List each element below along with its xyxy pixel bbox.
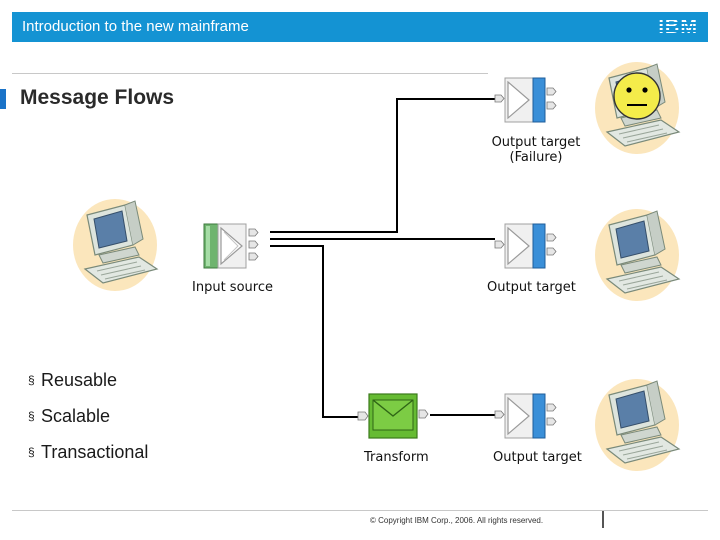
bullet-text: Scalable: [41, 406, 111, 426]
bullet-marker: §: [28, 373, 35, 387]
bullet-item: § Reusable: [28, 370, 148, 406]
connector-lines: [270, 98, 495, 418]
bullet-text: Transactional: [41, 442, 149, 462]
output-middle-node[interactable]: [494, 223, 557, 269]
bullet-item: § Transactional: [28, 442, 148, 478]
input-source-node[interactable]: [203, 223, 259, 269]
bullet-text: Reusable: [41, 370, 118, 390]
bullet-item: § Scalable: [28, 406, 148, 442]
page-title: Message Flows: [20, 86, 175, 109]
output-failure-label: Output target (Failure): [490, 135, 582, 165]
ibm-logo: IBM: [658, 16, 698, 38]
failure-computer: [594, 61, 680, 155]
transform-connector: [270, 245, 360, 418]
transform-out-terminal: [418, 409, 429, 419]
presentation-title: Introduction to the new mainframe: [22, 18, 249, 35]
output-middle-label: Output target: [487, 280, 576, 295]
computer-icon: [594, 378, 680, 472]
computer-icon: [594, 208, 680, 302]
bullet-marker: §: [28, 409, 35, 423]
output-failure-label-line1: Output target: [491, 135, 581, 150]
source-computer: [72, 198, 158, 292]
bottom-computer: [594, 378, 680, 472]
feature-bullet-list: § Reusable § Scalable § Transactional: [28, 370, 148, 478]
transform-node[interactable]: [357, 393, 429, 439]
bullet-marker: §: [28, 445, 35, 459]
output-failure-node[interactable]: [494, 77, 557, 123]
title-accent-bar: [0, 89, 6, 109]
copyright-notice: © Copyright IBM Corp., 2006. All rights …: [370, 516, 544, 525]
neutral-face-icon: [613, 72, 661, 120]
footer-divider: [12, 510, 708, 511]
footer-marker: [602, 511, 604, 528]
title-divider: [12, 73, 488, 74]
failure-connector: [270, 98, 495, 233]
output-failure-label-line2: (Failure): [509, 150, 563, 165]
input-source-label: Input source: [192, 280, 273, 295]
header-bar: Introduction to the new mainframe IBM: [12, 12, 708, 42]
envelope-icon: [368, 393, 418, 439]
transform-in-terminal: [357, 411, 369, 421]
middle-computer: [594, 208, 680, 302]
output-bottom-label: Output target: [493, 450, 582, 465]
transform-label: Transform: [364, 450, 429, 465]
output-bottom-node[interactable]: [494, 393, 557, 439]
computer-icon: [72, 198, 158, 292]
